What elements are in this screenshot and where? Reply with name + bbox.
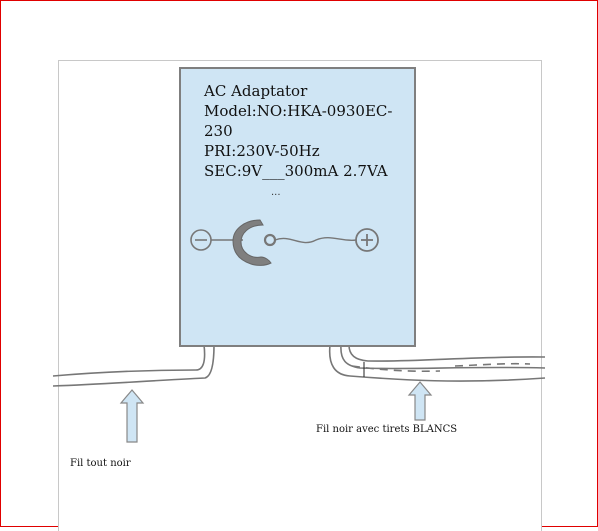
adapter-primary: PRI:230V-50Hz [204,142,320,160]
adapter-model: Model:NO:HKA-0930EC-230 [204,102,393,140]
adapter-secondary: SEC:9V___300mA 2.7VA [204,162,388,180]
adapter-specs: AC Adaptator Model:NO:HKA-0930EC-230 PRI… [204,81,409,181]
ac-adapter-box: AC Adaptator Model:NO:HKA-0930EC-230 PRI… [179,67,416,347]
left-arrow [119,389,145,443]
right-arrow [407,381,433,421]
left-wire [52,344,215,387]
polarity-connector-icon [232,219,277,266]
right-wire [328,344,546,382]
adapter-ellipsis: ... [271,187,281,198]
left-wire-label: Fil tout noir [70,458,131,469]
right-wire-label: Fil noir avec tirets BLANCS [316,424,458,435]
plus-terminal-icon [355,228,379,252]
minus-terminal-icon [190,229,212,251]
polarity-symbol [190,219,379,266]
adapter-title: AC Adaptator [204,82,308,100]
